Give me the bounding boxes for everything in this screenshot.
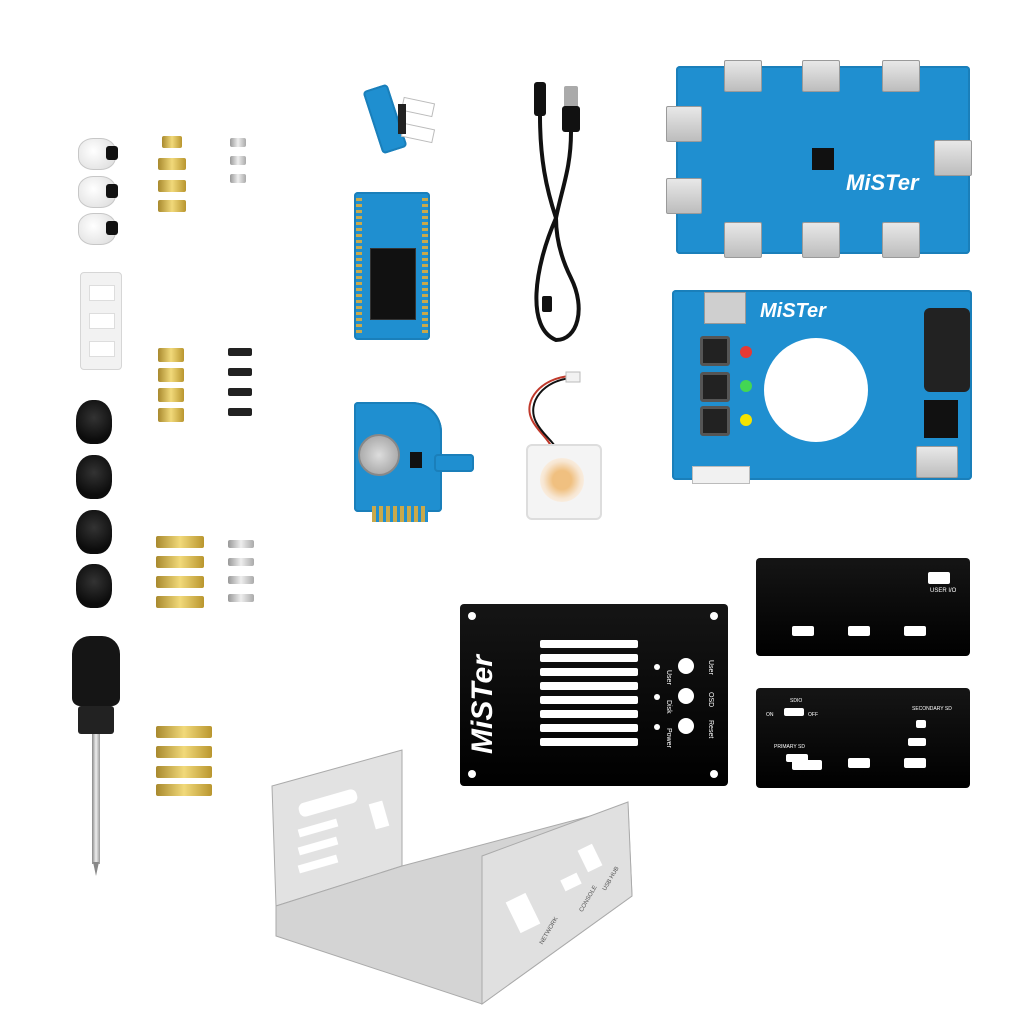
io-button	[700, 406, 730, 436]
usb-port	[724, 222, 762, 258]
usb-port	[802, 222, 840, 258]
usb-y-cable	[534, 82, 581, 343]
vga-connector	[924, 308, 970, 392]
usb-hub-board: MiSTer	[666, 60, 972, 258]
io-board: MiSTer	[672, 290, 972, 484]
screwdriver	[68, 636, 128, 880]
button-hole	[678, 688, 694, 704]
label-osd: OSD	[707, 692, 714, 708]
fan-wire	[528, 371, 581, 449]
usb-port	[724, 60, 762, 92]
sdio-label: SDIO	[790, 698, 803, 704]
label-user-left: User	[665, 670, 672, 685]
silver-screws	[228, 540, 256, 610]
vent-slots	[540, 640, 638, 752]
sdram-board	[354, 192, 430, 340]
label-user-right: User	[707, 660, 714, 675]
usb-port	[882, 60, 920, 92]
led-hole	[654, 664, 660, 670]
cooling-fan	[512, 370, 602, 520]
led-green	[740, 380, 752, 392]
sd-slot	[704, 292, 746, 324]
led-yellow	[740, 414, 752, 426]
button-caps	[76, 138, 126, 245]
back-panel-bottom: SDIO ON OFF SECONDARY SD PRIMARY SD	[756, 688, 970, 788]
led-hole	[654, 724, 660, 730]
audio-jack	[924, 400, 958, 438]
led-red	[740, 346, 752, 358]
user-io-slot	[928, 572, 950, 584]
user-io-label: USER I/O	[930, 588, 957, 594]
front-panel-logo: MiSTer	[466, 655, 499, 754]
usb-port	[934, 140, 972, 176]
led-hole	[654, 694, 660, 700]
button-cap-plunger	[106, 184, 118, 198]
rtc-board	[354, 402, 474, 524]
brass-standoffs-top	[156, 136, 192, 216]
button-hole	[678, 658, 694, 674]
silver-spacers	[228, 138, 250, 188]
brass-standoffs-bottom	[156, 726, 212, 796]
brass-standoffs-lower	[156, 536, 206, 610]
brass-standoffs-mid	[156, 348, 186, 422]
hub-logo: MiSTer	[846, 170, 919, 195]
secondary-sd-label: SECONDARY SD	[912, 706, 952, 712]
usb-port	[666, 178, 702, 214]
io-button	[700, 336, 730, 366]
button-hole	[678, 718, 694, 734]
metal-case	[271, 749, 633, 1005]
label-disk: Disk	[665, 700, 672, 714]
header-connector	[692, 466, 750, 484]
front-panel: MiSTer User Disk Power User OSD Reset	[460, 604, 728, 786]
usb-port	[882, 222, 920, 258]
usb-port	[916, 446, 958, 478]
io-button	[700, 372, 730, 402]
label-reset: Reset	[707, 720, 714, 739]
back-panel-top: USER I/O	[756, 558, 970, 656]
off-label: OFF	[808, 712, 818, 718]
rubber-feet	[74, 400, 114, 610]
on-label: ON	[766, 712, 774, 718]
usb-port	[666, 106, 702, 142]
button-cap-plunger	[106, 146, 118, 160]
white-clip-holder	[80, 272, 122, 370]
small-angled-board	[362, 80, 440, 160]
primary-sd-label: PRIMARY SD	[774, 744, 805, 750]
fan-hole	[764, 338, 868, 442]
black-screws	[228, 348, 254, 422]
label-power: Power	[665, 728, 672, 748]
io-logo: MiSTer	[760, 300, 826, 322]
usb-port	[802, 60, 840, 92]
button-cap-plunger	[106, 221, 118, 235]
hub-chip	[812, 148, 834, 170]
